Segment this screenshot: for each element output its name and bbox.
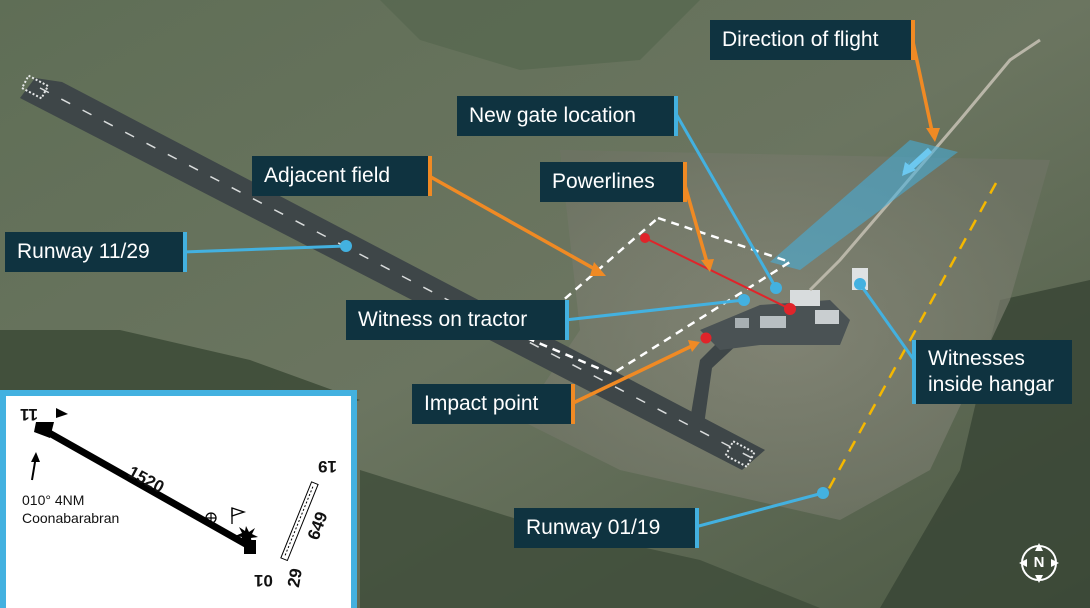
label-runway-11-29-text: Runway 11/29 xyxy=(17,240,150,263)
hangar-1 xyxy=(790,290,820,306)
leader-adjacent-field xyxy=(428,174,601,274)
label-runway-01-19: Runway 01/19 xyxy=(514,508,699,548)
shed xyxy=(735,318,749,328)
runway-diagram-inset: 11 1520 010° 4NM Coonabarabran 19 649 01… xyxy=(0,390,357,608)
runway-diagram-panel: 11 1520 010° 4NM Coonabarabran 19 649 01… xyxy=(6,396,351,608)
runway-29-threshold xyxy=(724,439,756,469)
runway-diagram xyxy=(31,408,319,562)
inset-label-11: 11 xyxy=(20,405,38,424)
flight-path-beam xyxy=(770,140,958,270)
leader-new-gate xyxy=(673,111,778,289)
runway-11-threshold xyxy=(20,74,50,100)
label-witnesses-line1: Witnesses xyxy=(928,347,1025,370)
label-new-gate-location-text: New gate location xyxy=(469,104,636,127)
label-runway-11-29: Runway 11/29 xyxy=(5,232,187,272)
north-compass-icon: N xyxy=(1017,541,1061,585)
hangar-3 xyxy=(760,316,786,328)
inset-beacon-icon xyxy=(235,526,258,545)
inset-label-coonabarabran: Coonabarabran xyxy=(22,510,120,526)
label-witnesses-inside-hangar: Witnesses inside hangar xyxy=(912,340,1072,404)
label-impact-point-text: Impact point xyxy=(424,392,539,415)
label-direction-of-flight: Direction of flight xyxy=(710,20,915,60)
inset-runway-11-end xyxy=(34,422,54,438)
label-adjacent-field: Adjacent field xyxy=(252,156,432,196)
inset-label-29: 29 xyxy=(283,566,306,589)
leader-powerlines xyxy=(682,181,710,267)
leader-direction-of-flight xyxy=(911,41,935,137)
inset-main-runway xyxy=(42,426,251,550)
label-witness-on-tractor: Witness on tractor xyxy=(346,300,569,340)
inset-label-010-4nm: 010° 4NM xyxy=(22,492,85,508)
hangar-2 xyxy=(815,310,839,324)
powerline-pole-2 xyxy=(784,303,796,315)
label-powerlines: Powerlines xyxy=(540,162,687,202)
label-impact-point: Impact point xyxy=(412,384,575,424)
label-runway-01-19-text: Runway 01/19 xyxy=(526,516,661,539)
label-direction-of-flight-text: Direction of flight xyxy=(722,28,879,51)
inset-label-01: 01 xyxy=(254,571,273,590)
inset-runway-29-end xyxy=(244,540,256,554)
label-adjacent-field-text: Adjacent field xyxy=(264,164,391,187)
leader-impact-point xyxy=(570,342,697,406)
leader-witness-tractor xyxy=(564,298,745,322)
label-powerlines-text: Powerlines xyxy=(552,170,655,193)
inset-label-19: 19 xyxy=(318,457,337,476)
compass-north-label: N xyxy=(1033,554,1045,571)
leader-runway-11-29 xyxy=(182,244,347,254)
runway-11-29 xyxy=(20,78,765,470)
leader-runway-01-19 xyxy=(694,491,824,529)
leader-witnesses-hangar xyxy=(858,283,916,361)
adjacent-field-outline xyxy=(519,216,793,376)
impact-point-marker xyxy=(700,332,712,344)
bush-area-top xyxy=(380,0,700,70)
powerline xyxy=(644,237,791,310)
label-witness-on-tractor-text: Witness on tractor xyxy=(358,308,528,331)
powerline-pole-1 xyxy=(640,233,650,243)
label-witnesses-line2: inside hangar xyxy=(928,373,1055,396)
inset-arrowhead-marker xyxy=(56,408,68,418)
runway-01-19 xyxy=(824,182,998,495)
label-new-gate-location: New gate location xyxy=(457,96,678,136)
